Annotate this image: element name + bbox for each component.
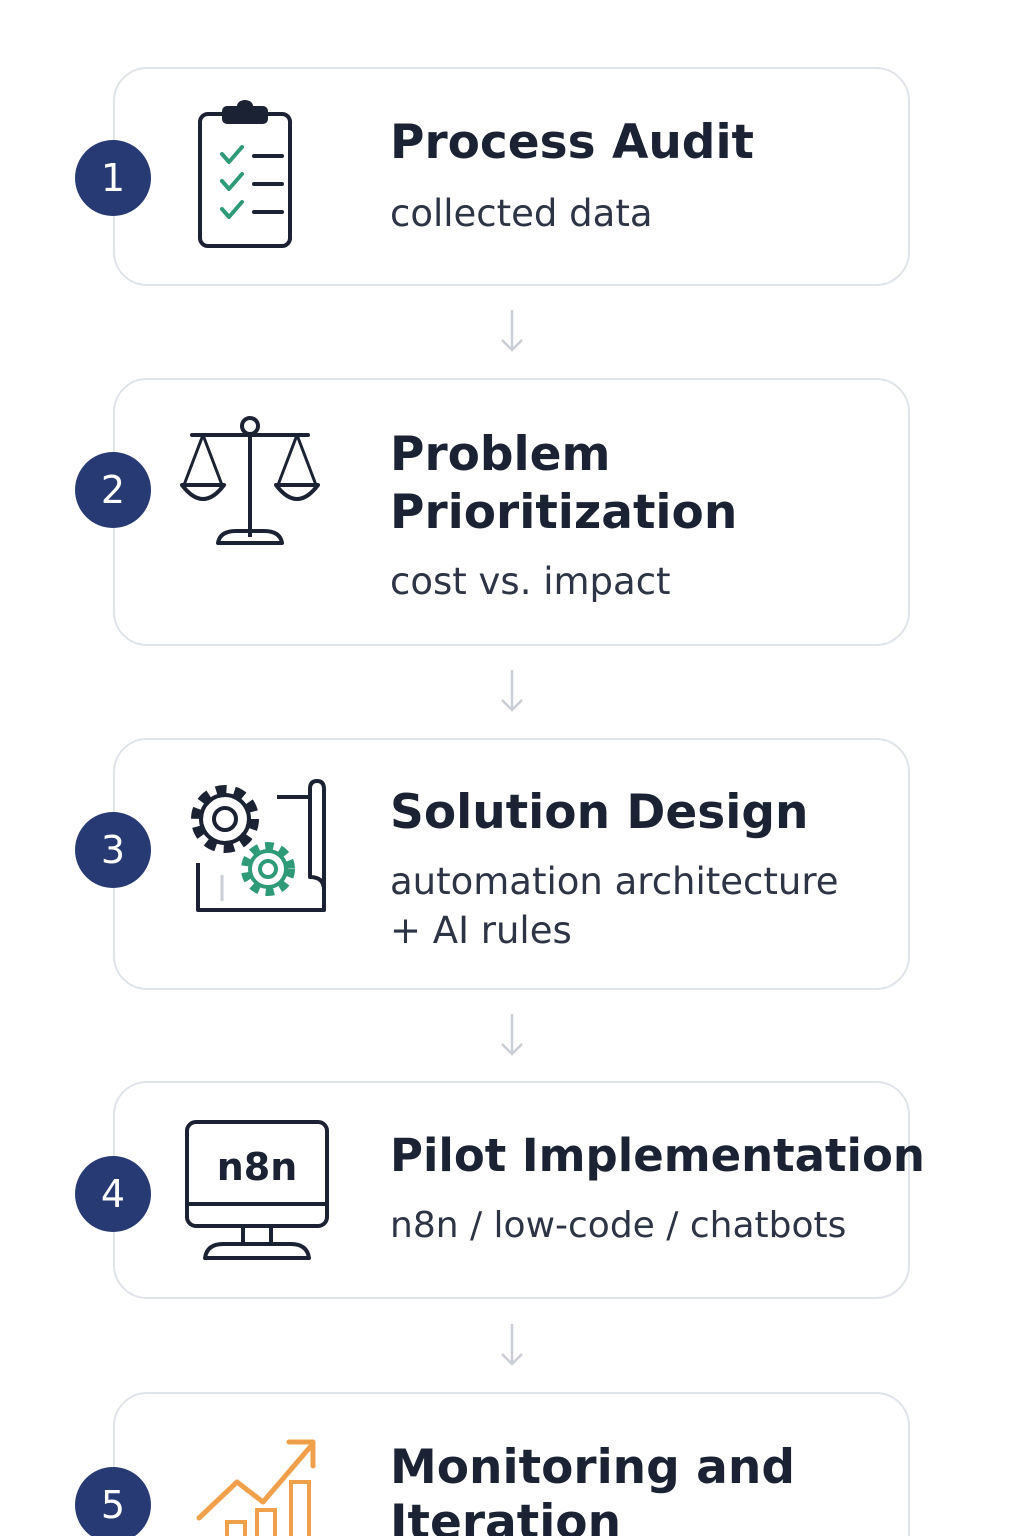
growth-chart-icon	[196, 1439, 316, 1536]
step-title-2-line-1: Problem	[390, 427, 611, 482]
step-card-5	[113, 1392, 910, 1536]
step-title-1-line-1: Process Audit	[390, 115, 755, 170]
step-number-badge-5: 5	[75, 1467, 151, 1536]
n8n-icon-label: n8n	[217, 1145, 298, 1189]
balance-scale-icon	[180, 416, 320, 545]
step-subtitle-2-line-1: cost vs. impact	[390, 560, 671, 603]
step-subtitle-3-line-1: automation architecture	[390, 860, 839, 903]
step-number-badge-4: 4	[75, 1156, 151, 1232]
flow-arrow-2	[501, 670, 523, 712]
step-title-5-line-1: Monitoring and	[390, 1440, 795, 1495]
gears-blueprint-icon	[191, 779, 326, 912]
n8n-monitor-icon: n8n	[185, 1120, 329, 1260]
flow-arrow-4	[501, 1324, 523, 1366]
step-title-5-line-2: Iteration	[390, 1495, 622, 1536]
step-number-badge-1: 1	[75, 140, 151, 216]
step-title-4-line-1: Pilot Implementation	[390, 1129, 925, 1182]
step-card-4	[113, 1081, 910, 1299]
step-subtitle-4-line-1: n8n / low-code / chatbots	[390, 1205, 847, 1246]
clipboard-checklist-icon	[198, 100, 292, 248]
step-title-2-line-2: Prioritization	[390, 485, 738, 540]
flow-arrow-1	[501, 310, 523, 352]
step-subtitle-3-line-2: + AI rules	[390, 909, 572, 952]
step-subtitle-1-line-1: collected data	[390, 192, 653, 235]
step-number-badge-3: 3	[75, 812, 151, 888]
step-number-badge-2: 2	[75, 452, 151, 528]
step-title-3-line-1: Solution Design	[390, 785, 809, 840]
flow-arrow-3	[501, 1014, 523, 1056]
